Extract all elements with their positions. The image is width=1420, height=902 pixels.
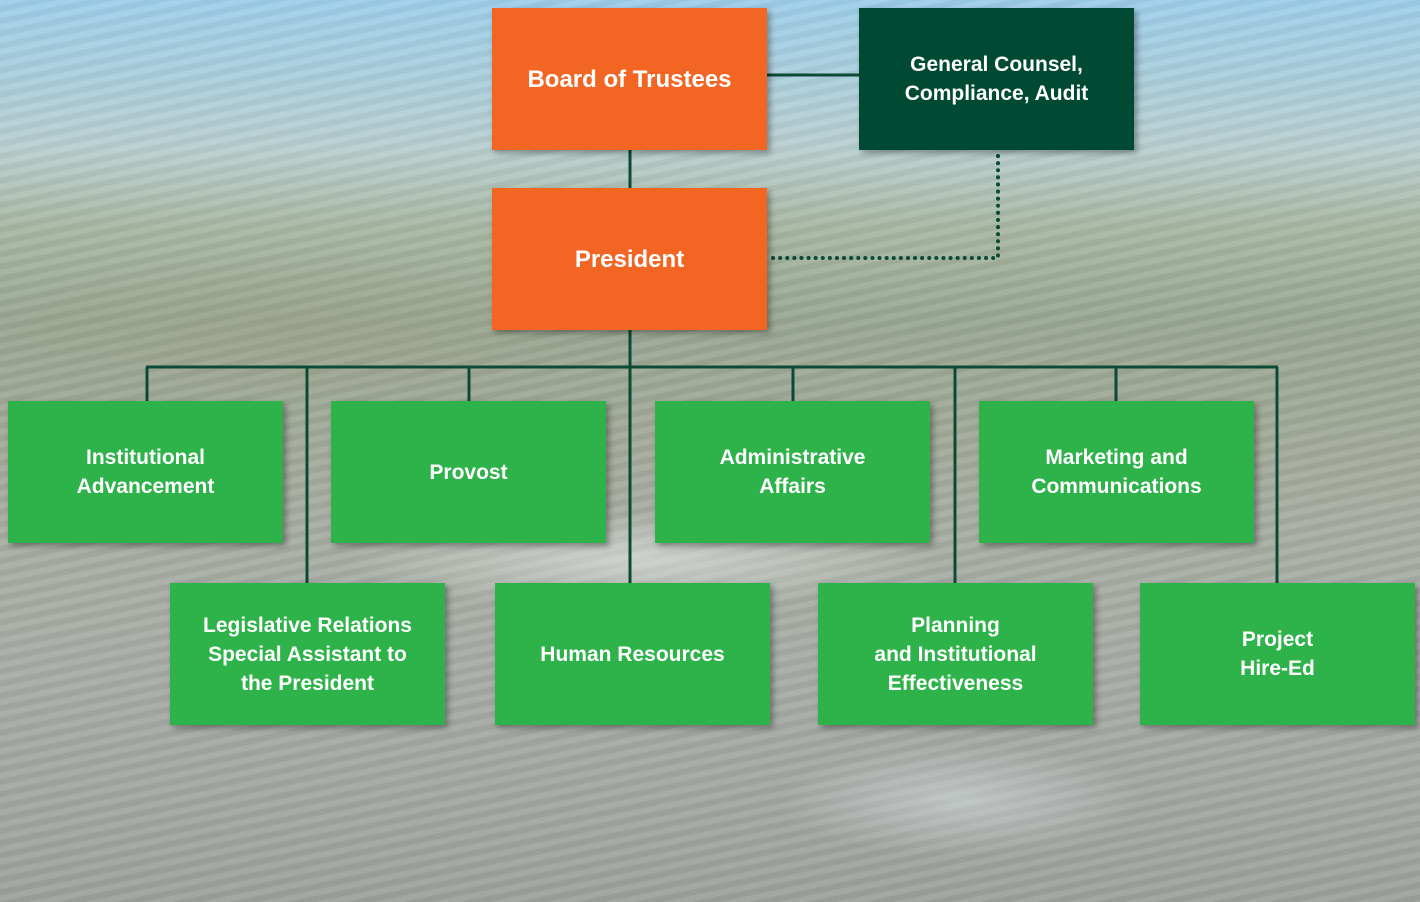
planning-effectiveness-box: Planning and Institutional Effectiveness [818, 583, 1093, 725]
president-label: President [574, 245, 685, 273]
legislative-relations-label: Legislative Relations Special Assistant … [203, 613, 412, 695]
project-hire-ed-box: Project Hire-Ed [1140, 583, 1415, 725]
project-hire-ed-label: Project Hire-Ed [1240, 628, 1315, 680]
planning-effectiveness-label: Planning and Institutional Effectiveness [874, 613, 1037, 695]
provost-label: Provost [429, 460, 508, 484]
board-of-trustees-box: Board of Trustees [492, 8, 767, 150]
marketing-communications-label: Marketing and Communications [1031, 446, 1202, 498]
human-resources-label: Human Resources [540, 642, 725, 666]
legislative-relations-box: Legislative Relations Special Assistant … [170, 583, 445, 725]
marketing-communications-box: Marketing and Communications [979, 401, 1254, 543]
administrative-affairs-box: Administrative Affairs [655, 401, 930, 543]
board-of-trustees-label: Board of Trustees [527, 65, 732, 93]
institutional-advancement-box: Institutional Advancement [8, 401, 283, 543]
institutional-advancement-label: Institutional Advancement [76, 446, 215, 498]
provost-box: Provost [331, 401, 606, 543]
general-counsel-label: General Counsel, Compliance, Audit [904, 53, 1089, 105]
president-box: President [492, 188, 767, 330]
human-resources-box: Human Resources [495, 583, 770, 725]
general-counsel-box: General Counsel, Compliance, Audit [859, 8, 1134, 150]
administrative-affairs-label: Administrative Affairs [719, 446, 866, 498]
